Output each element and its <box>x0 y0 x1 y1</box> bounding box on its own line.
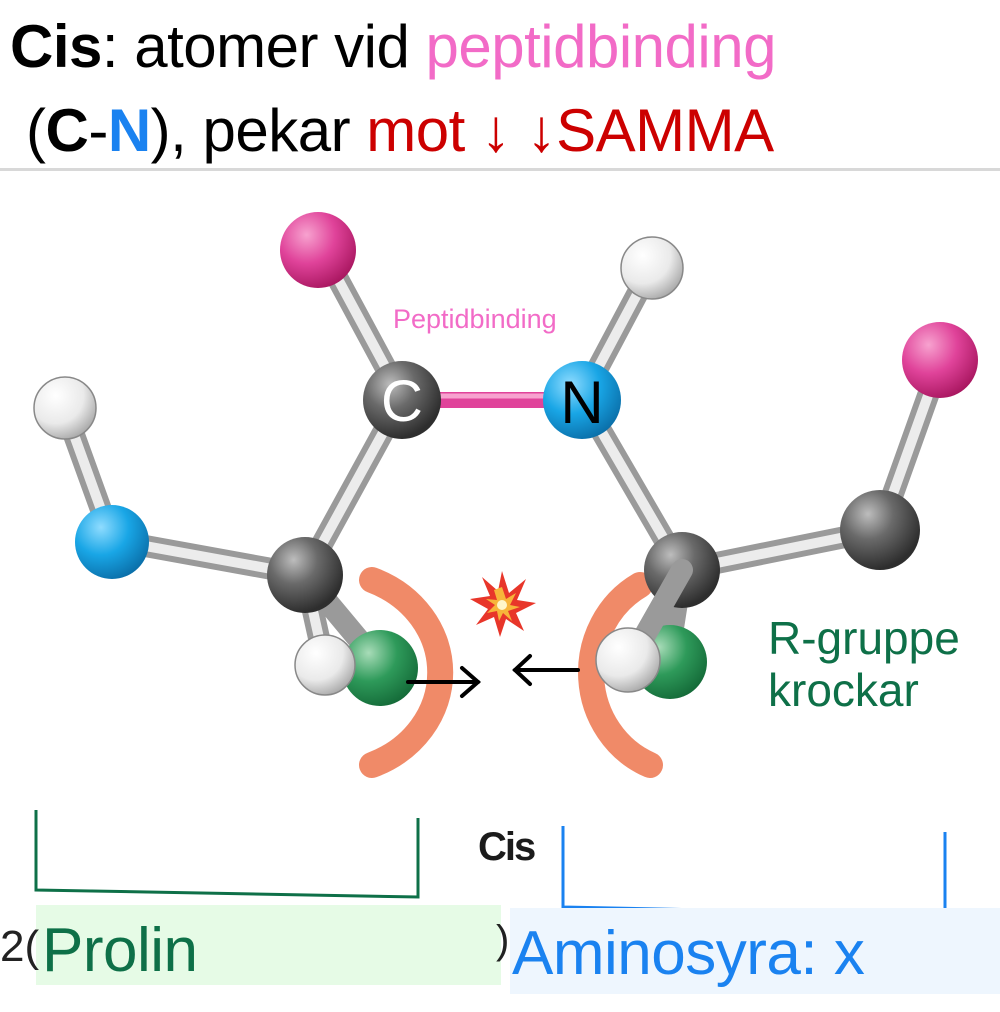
prolin-bracket <box>34 810 420 899</box>
title-text-2: ), pekar <box>150 97 367 164</box>
hydrogen-atom-mid-right <box>595 627 661 693</box>
title-line-1: Cis: atomer vid peptidbinding <box>10 12 776 81</box>
nitrogen-letter: N <box>107 97 151 164</box>
r-group-line-2: krockar <box>768 664 919 716</box>
r-group-atom-left <box>342 630 418 706</box>
prolin-highlight <box>36 905 501 985</box>
nitrogen-atom-center <box>543 361 621 439</box>
title-line-2: (C-N), pekar mot ↓ ↓SAMMA <box>26 96 774 165</box>
hydrogen-atom-top-right <box>620 236 684 300</box>
amino-highlight <box>510 908 1000 994</box>
amino-acid-label: Aminosyra: x <box>512 919 865 988</box>
stray-text-left: 2( <box>0 922 40 971</box>
divider <box>0 168 1000 171</box>
dash: - <box>88 97 108 164</box>
oxygen-atom-right <box>902 322 978 398</box>
clash-arc-left <box>359 567 454 778</box>
r-group-line-1: R-gruppe <box>768 612 960 664</box>
title-text: : atomer vid <box>101 13 426 80</box>
arrow-left-icon <box>512 654 580 686</box>
nitrogen-atom-left <box>75 505 149 579</box>
nitrogen-label: N <box>560 369 603 436</box>
stray-text-mid: ) <box>496 918 510 962</box>
peptide-bond-label: Peptidbinding <box>393 304 557 334</box>
r-group-label: R-gruppe krockar <box>768 612 960 716</box>
cis-word: Cis <box>10 13 102 80</box>
carbon-atom-center <box>363 361 441 439</box>
carbon-atom-right <box>840 490 920 570</box>
cis-label: Cis <box>478 825 536 869</box>
down-arrows-icon: ↓ ↓ <box>480 97 557 164</box>
peptide-word: peptidbinding <box>425 13 777 80</box>
arrow-right-icon <box>406 666 482 698</box>
carbon-alpha-left <box>267 537 343 613</box>
mot-word: mot <box>366 97 481 164</box>
carbon-label: C <box>381 369 423 434</box>
hydrogen-atom-mid-left <box>294 634 356 696</box>
oxygen-atom-left <box>280 212 356 288</box>
samma-word: SAMMA <box>556 97 774 164</box>
carbon-letter: C <box>45 97 89 164</box>
open-paren: ( <box>26 97 46 164</box>
prolin-label: Prolin <box>42 916 198 985</box>
collision-icon <box>470 571 536 637</box>
amino-bracket <box>561 826 947 917</box>
hydrogen-atom-left <box>33 376 97 440</box>
clash-arc-right <box>578 572 663 778</box>
